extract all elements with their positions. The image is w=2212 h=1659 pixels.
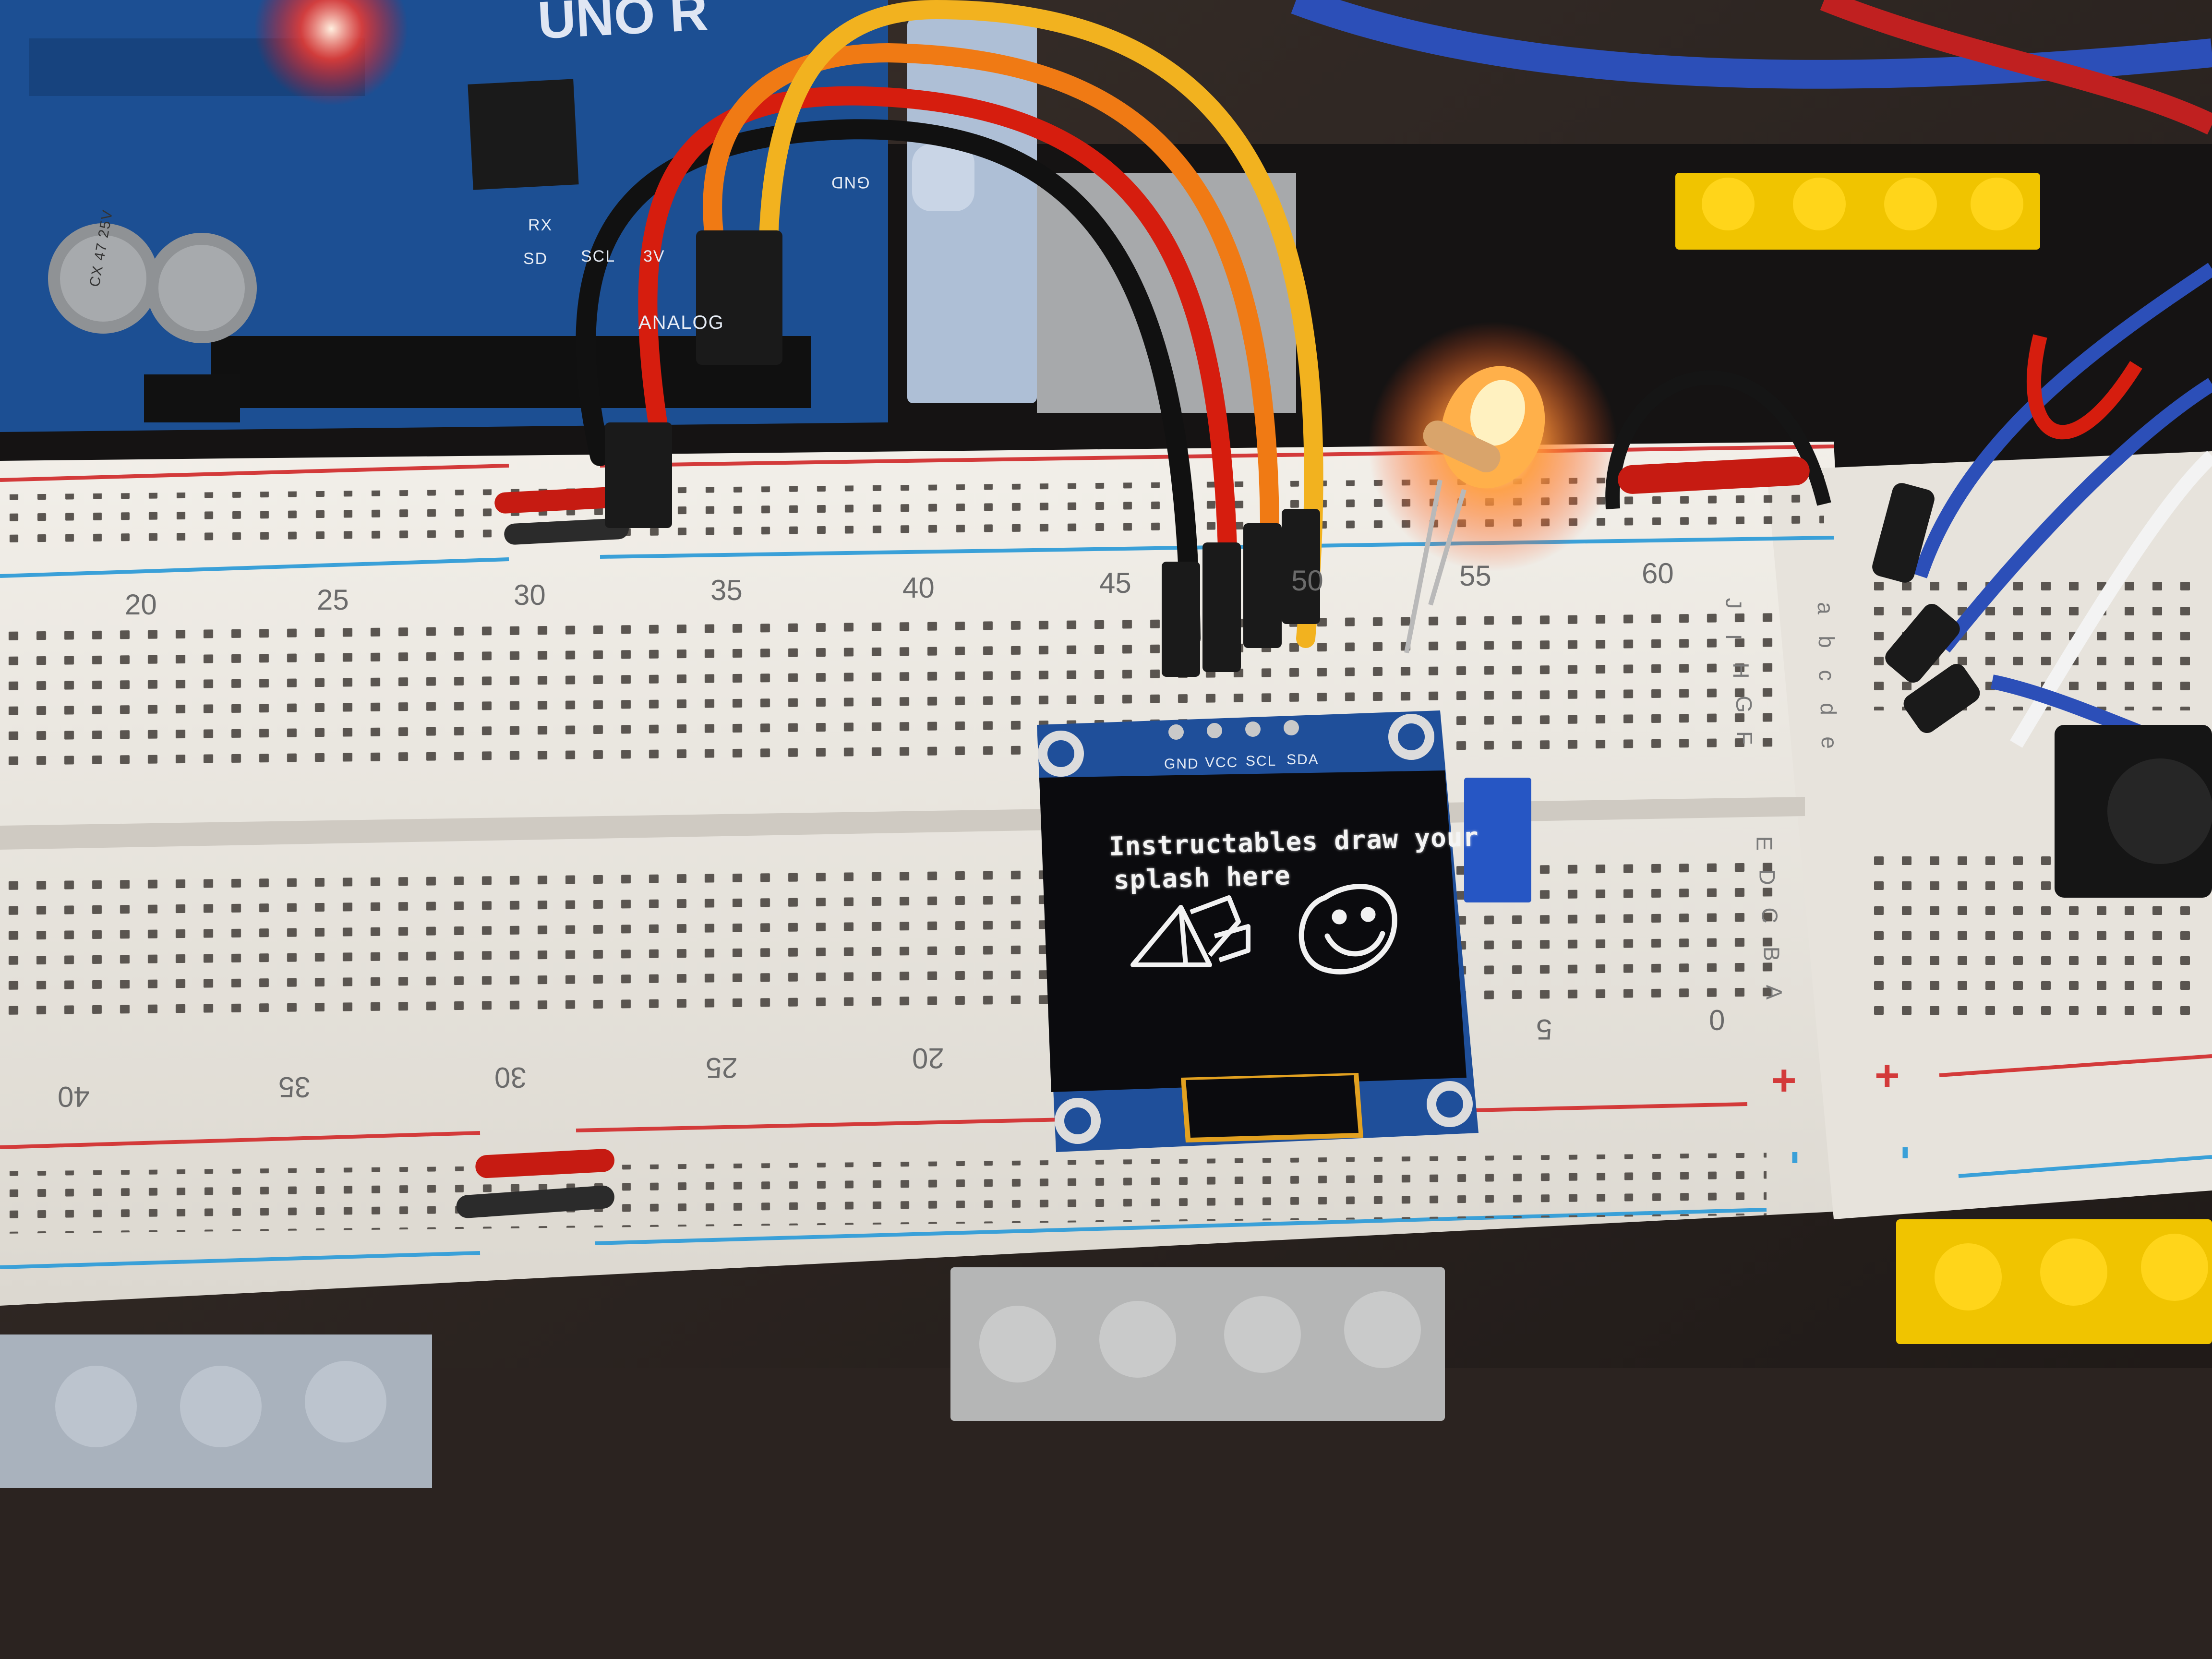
bb-row-letter: D <box>1755 869 1780 885</box>
bb-top-number: 60 <box>1642 557 1674 589</box>
oled-pin-label-scl: SCL <box>1246 753 1277 769</box>
bb-bottom-number: 5 <box>1536 1013 1552 1046</box>
black-jumper-bottom <box>456 1185 614 1218</box>
bb-row-letter: H <box>1728 662 1754 679</box>
red-jumper-top <box>494 487 619 514</box>
bb-row-letter: C <box>1757 907 1782 924</box>
bb-bottom-number: 35 <box>278 1071 311 1103</box>
bb-bottom-number: 20 <box>912 1042 944 1074</box>
arduino-board-label: UNO R <box>536 0 709 50</box>
bb-top-number: 40 <box>902 572 935 604</box>
arduino-pin-label-sd: SD <box>523 250 548 268</box>
bb-right-letter: b <box>1814 636 1839 648</box>
black-jumper-right <box>1605 370 1831 509</box>
arduino-pin-label-3v: 3V <box>643 247 665 265</box>
bb-row-letter: E <box>1752 836 1777 851</box>
dupont-connectors <box>605 230 1320 677</box>
bb-top-number: 25 <box>317 584 349 616</box>
bb-row-letter: A <box>1761 985 1787 1000</box>
bb-row-letter: I <box>1721 634 1746 640</box>
bb-row-letter: B <box>1759 946 1784 962</box>
oled-module <box>1037 710 1479 1152</box>
arduino-pin-label-gnd: GND <box>830 173 870 192</box>
arduino-pin-label-rx: RX <box>528 216 553 234</box>
bb-row-letter: J <box>1721 598 1746 609</box>
red-jumper-bottom <box>475 1149 615 1178</box>
yellow-lego-top <box>1675 173 2040 250</box>
smiley-drawing <box>1298 884 1397 974</box>
oled-screen-line-2: splash here <box>1113 860 1291 895</box>
bb-bottom-number: 0 <box>1709 1004 1725 1036</box>
arduino-pin-label-analog: ANALOG <box>638 312 724 333</box>
bb-top-number: 55 <box>1459 560 1491 592</box>
pyramid-drawing <box>1130 895 1250 967</box>
bb-top-number: 30 <box>514 579 546 611</box>
blue-marker-tab <box>1464 778 1531 902</box>
oled-screen <box>1039 770 1467 1092</box>
bb-bottom-number: 25 <box>706 1052 738 1084</box>
resistor <box>1423 421 1501 472</box>
bb-row-letter: G <box>1731 696 1756 713</box>
bb-bottom-number: 30 <box>494 1061 527 1094</box>
arduino-pin-label-scl: SCL <box>581 247 616 265</box>
oled-pin-label-vcc: VCC <box>1205 755 1238 770</box>
rail-plus-sign-right: + <box>1875 1052 1900 1100</box>
oled-pin-label-gnd: GND <box>1164 756 1199 772</box>
power-led-glow <box>254 0 408 106</box>
bb-bottom-number: 40 <box>58 1081 90 1113</box>
oled-pin-label-sda: SDA <box>1286 752 1319 768</box>
bb-right-letter: c <box>1814 670 1839 681</box>
bb-top-number: 20 <box>125 589 157 621</box>
bb-right-letter: e <box>1816 736 1842 749</box>
grey-lego-bottom <box>0 1267 1445 1488</box>
rail-minus-sign-right: - <box>1884 1145 1933 1160</box>
bb-right-letter: d <box>1815 703 1841 715</box>
bb-row-letter: F <box>1732 731 1757 745</box>
microcontroller-chip <box>468 79 579 190</box>
black-jumper-top <box>504 518 629 545</box>
bb-top-number: 45 <box>1099 567 1131 599</box>
rail-minus-sign: - <box>1774 1150 1822 1165</box>
right-side-wires <box>1913 263 2212 766</box>
bb-right-letter: a <box>1813 602 1838 614</box>
rail-plus-sign: + <box>1771 1057 1797 1105</box>
bb-top-number: 35 <box>710 574 743 606</box>
dupont-wires <box>576 0 1323 649</box>
bb-top-number: 50 <box>1291 565 1323 597</box>
